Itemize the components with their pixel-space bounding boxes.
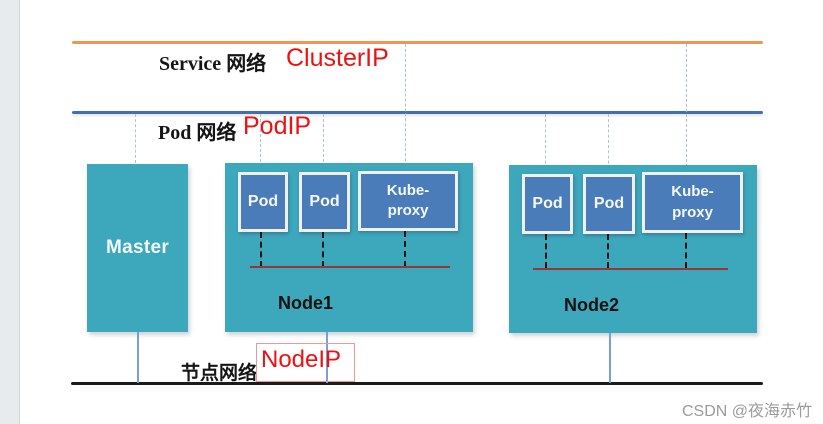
- node2-pod2-label: Pod: [593, 195, 625, 212]
- node-ip-box: NodeIP: [256, 343, 355, 382]
- node1-internal-bus-line: [250, 266, 450, 268]
- solid-connector-master: [137, 332, 139, 383]
- node2-pod1-label: Pod: [532, 195, 563, 212]
- watermark: CSDN @夜海赤竹: [681, 403, 812, 420]
- node-network-line: [71, 382, 763, 385]
- node1-pod2-label: Pod: [309, 193, 340, 210]
- node1-pod1-label: Pod: [247, 193, 279, 210]
- node1-pod2-box: Pod: [299, 172, 350, 232]
- node1-kube-proxy-bus-dash: [404, 231, 406, 267]
- node1-kube-proxy-label: Kube-proxy: [386, 181, 430, 219]
- pod-ip-annotation: PodIP: [243, 112, 312, 140]
- node2-pod1-box: Pod: [522, 174, 573, 234]
- pod-network-label: Pod 网络: [158, 122, 237, 144]
- dashed-connector-node1-pod1: [260, 114, 261, 172]
- node1-pod1-bus-dash: [260, 232, 262, 267]
- node2-pod1-bus-dash: [545, 234, 547, 268]
- page-gutter: [0, 0, 20, 424]
- node2-internal-bus-line: [533, 268, 728, 270]
- node-network-label: 节点网络: [181, 363, 258, 384]
- dashed-connector-node1-pod2: [323, 114, 324, 172]
- node2-pod2-bus-dash: [607, 234, 609, 268]
- node1-pod2-bus-dash: [322, 232, 324, 267]
- master-box: Master: [87, 164, 188, 332]
- node-ip-annotation: NodeIP: [261, 346, 342, 373]
- dashed-connector-master: [135, 114, 136, 163]
- service-network-label: Service 网络: [159, 53, 267, 75]
- solid-connector-node2: [609, 333, 611, 383]
- master-label: Master: [105, 237, 170, 258]
- node2-kube-proxy-box: Kube-proxy: [642, 172, 743, 233]
- node2-kube-proxy-label: Kube-proxy: [671, 183, 714, 221]
- solid-connector-node1: [326, 332, 328, 383]
- node2-label: Node2: [564, 295, 620, 315]
- dashed-connector-node2-pod2: [608, 114, 609, 174]
- pod-network-line: [72, 111, 763, 114]
- node1-kube-proxy-box: Kube-proxy: [358, 171, 458, 231]
- service-network-line: [72, 41, 763, 44]
- node2-kube-proxy-bus-dash: [685, 233, 687, 268]
- node2-pod2-box: Pod: [583, 174, 635, 234]
- dashed-connector-node2-kubeproxy: [686, 44, 687, 172]
- node1-label: Node1: [278, 293, 334, 313]
- cluster-ip-annotation: ClusterIP: [286, 44, 389, 72]
- dashed-connector-node1-kubeproxy: [405, 44, 406, 171]
- node1-pod1-box: Pod: [238, 172, 288, 232]
- dashed-connector-node2-pod1: [545, 114, 546, 174]
